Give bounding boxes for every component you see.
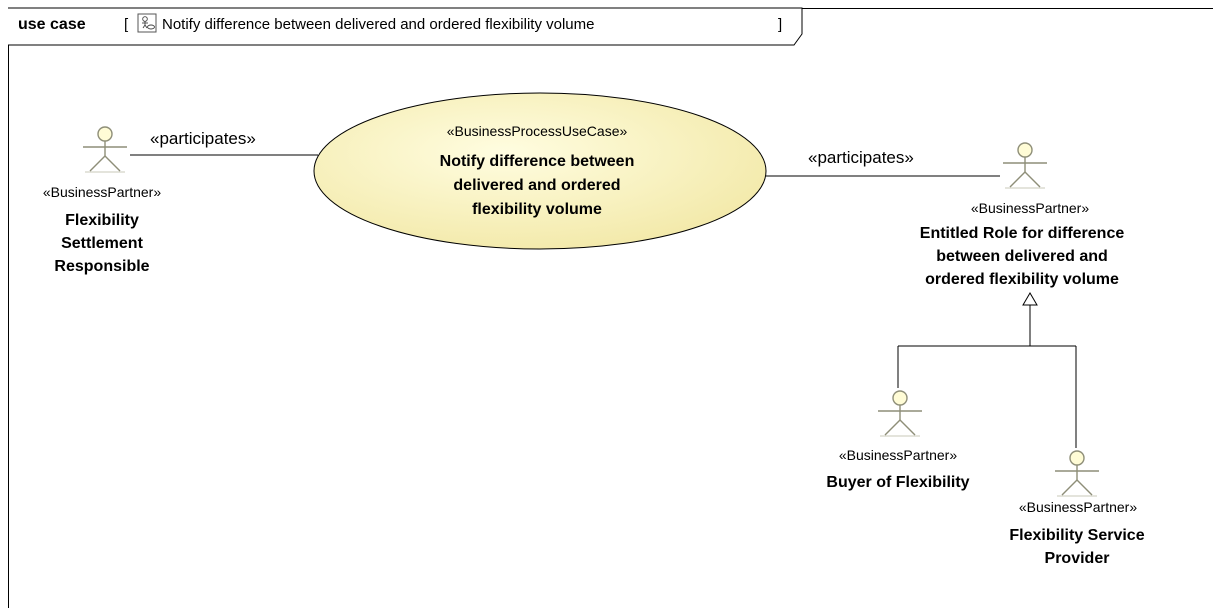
frame-title: Notify difference between delivered and … — [162, 16, 594, 33]
actor-icon — [1054, 450, 1100, 497]
actor-stereotype: «BusinessPartner» — [43, 184, 162, 200]
use-case-name-line-1: Notify difference between — [440, 153, 635, 170]
frame-close-bracket: ] — [778, 16, 782, 33]
actor-buyer[interactable]: «BusinessPartner» Buyer of Flexibility — [826, 390, 970, 491]
actor-name-line-2: Settlement — [61, 235, 143, 252]
use-case[interactable]: «BusinessProcessUseCase» Notify differen… — [313, 92, 767, 250]
actor-icon — [82, 126, 128, 173]
actor-name-line-1: Flexibility Service — [1009, 527, 1144, 544]
actor-stereotype: «BusinessPartner» — [1019, 499, 1138, 515]
actor-name-line-1: Flexibility — [65, 212, 139, 229]
actor-name-line-2: between delivered and — [936, 248, 1108, 265]
actor-stereotype: «BusinessPartner» — [971, 200, 1090, 216]
business-process-icon — [137, 13, 157, 33]
association-left-label: «participates» — [150, 129, 256, 148]
actor-settlement-responsible[interactable]: «BusinessPartner» Flexibility Settlement… — [43, 126, 162, 275]
frame-header: use case [ Notify difference between del… — [8, 7, 803, 46]
actor-name-line-3: ordered flexibility volume — [925, 271, 1119, 288]
frame-keyword: use case — [18, 16, 86, 33]
generalization[interactable] — [897, 292, 1077, 448]
actor-stereotype: «BusinessPartner» — [839, 447, 958, 463]
generalization-arrowhead — [1022, 292, 1038, 306]
use-case-stereotype: «BusinessProcessUseCase» — [447, 123, 628, 139]
use-case-name-line-3: flexibility volume — [472, 201, 602, 218]
frame-open-bracket: [ — [124, 16, 129, 33]
actor-entitled-role[interactable]: «BusinessPartner» Entitled Role for diff… — [920, 142, 1125, 288]
actor-name-line-2: Provider — [1045, 550, 1110, 567]
actor-name-line-3: Responsible — [54, 258, 149, 275]
use-case-name-line-2: delivered and ordered — [453, 177, 620, 194]
actor-service-provider[interactable]: «BusinessPartner» Flexibility Service Pr… — [1009, 450, 1145, 567]
actor-icon — [1002, 142, 1048, 189]
association-right-label: «participates» — [808, 148, 914, 167]
actor-name-line-1: Entitled Role for difference — [920, 225, 1125, 242]
actor-icon — [877, 390, 923, 437]
actor-name-line-1: Buyer of Flexibility — [826, 474, 969, 491]
